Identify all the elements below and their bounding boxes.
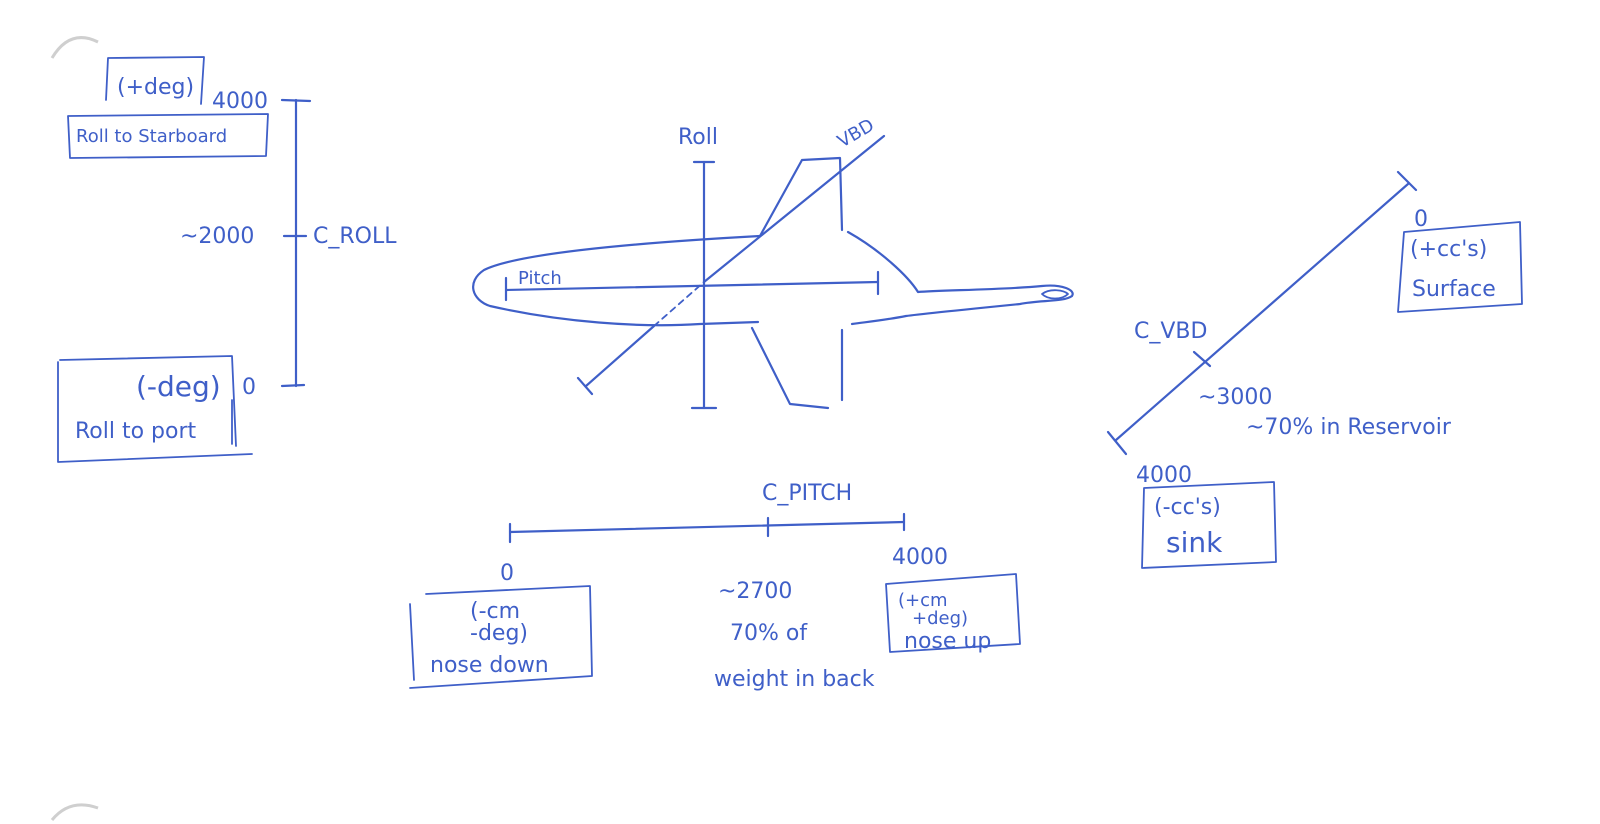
vbd-top-box-line2: Surface [1412,277,1496,302]
pitch-scale-mid-value: ~2700 [718,579,792,604]
vbd-scale-mid-value: ~3000 [1198,385,1272,410]
glider-pitch-axis-label: Pitch [518,268,562,289]
pitch-max-box-line1: (+cm [898,590,948,611]
glider-vbd-axis-cap [576,376,594,396]
glider-fuselage [472,234,762,327]
pitch-scale-title: C_PITCH [762,481,852,506]
vbd-scale-top-value: 0 [1414,207,1428,232]
vbd-scale-tick-mid [1192,350,1212,368]
roll-min-box-outline [57,355,253,463]
roll-scale-title: C_ROLL [313,224,397,249]
pitch-min-box-outline [409,585,593,689]
pitch-max-box-outline [885,573,1021,653]
vbd-top-box-outline [1397,221,1523,313]
roll-max-box-outline [67,56,269,159]
glider-upper-wing [758,156,844,238]
pitch-scale-min-value: 0 [500,561,514,586]
glider-pitch-axis [504,280,880,292]
pitch-scale-mid-note-1: 70% of [730,621,808,646]
glider-vbd-axis-hidden [653,281,705,327]
pitch-min-box-line2: -deg) [470,621,528,646]
glider-antenna-tip [1041,289,1069,300]
vbd-scale-title: C_VBD [1134,319,1207,344]
vbd-bottom-box-line2: sink [1166,526,1223,559]
vbd-scale-axis [1114,182,1410,442]
glider-lower-wing [750,326,844,410]
vbd-scale-mid-note: ~70% in Reservoir [1246,415,1452,440]
vbd-scale-tick-bottom [1106,430,1128,456]
vbd-scale-tick-top [1396,170,1418,192]
pitch-max-box-line2: +deg) [912,608,968,629]
pitch-max-box-line3: nose up [904,629,991,654]
vbd-scale: C_VBD 0 ~3000 ~70% in Reservoir 4000 (+c… [1106,170,1523,569]
roll-scale-max-value: 4000 [212,89,268,114]
roll-scale: 4000 ~2000 C_ROLL 0 (+deg) Roll to Starb… [57,56,397,463]
roll-min-box-label: Roll to port [75,419,197,444]
glider-drawing: Roll Pitch VBD [472,115,1074,410]
pitch-scale-axis [508,520,906,534]
roll-scale-tick-bottom [280,383,306,388]
pitch-min-box-line3: nose down [430,653,549,678]
punch-hole-top [50,36,99,59]
glider-roll-axis-label: Roll [678,125,718,150]
vbd-bottom-box-line1: (-cc's) [1154,495,1221,520]
glider-vbd-axis [584,324,656,388]
vbd-top-box-line1: (+cc's) [1410,237,1487,262]
pitch-scale-max-value: 4000 [892,545,948,570]
punch-hole-bottom [50,803,99,821]
roll-scale-tick-top [280,98,312,103]
roll-scale-min-value: 0 [242,375,256,400]
vbd-bottom-box-outline [1141,481,1277,569]
vbd-scale-bottom-value: 4000 [1136,463,1192,488]
glider-vbd-axis-upper [702,134,886,284]
roll-scale-mid-value: ~2000 [180,224,254,249]
pitch-scale-mid-note-2: weight in back [714,667,875,692]
roll-min-box-sign: (-deg) [136,370,221,403]
pitch-min-box-line1: (-cm [470,599,520,624]
pitch-scale: C_PITCH 0 4000 ~2700 70% of weight in ba… [409,481,1021,692]
glider-tail [846,230,1074,326]
roll-max-box-sign: (+deg) [117,75,194,100]
roll-max-box-label: Roll to Starboard [76,126,227,147]
